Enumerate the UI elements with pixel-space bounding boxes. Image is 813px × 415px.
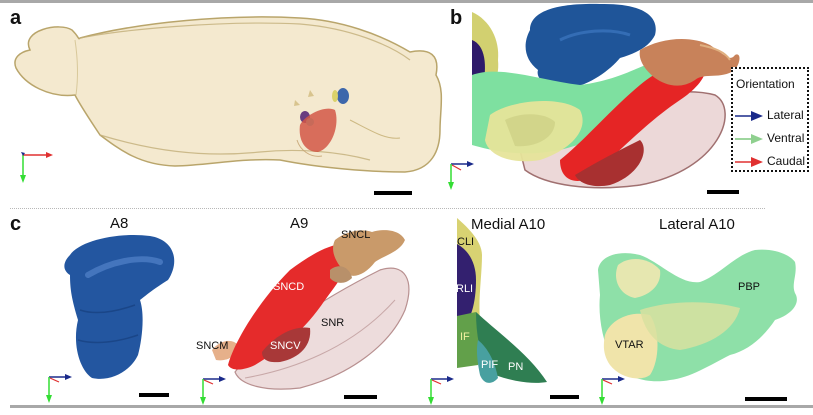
label-snr: SNR: [321, 317, 345, 329]
label-cli: CLI: [457, 236, 475, 248]
legend-label-lateral: Lateral: [767, 108, 804, 122]
label-pif: PIF: [481, 359, 499, 371]
scale-bar-c-lateral-a10: [745, 397, 787, 401]
scale-bar-c-a8: [139, 393, 169, 397]
nuclei-cluster-a: [296, 88, 349, 157]
panel-divider: [10, 208, 765, 209]
label-pn: PN: [508, 361, 524, 373]
scale-bar-c-medial-a10: [550, 395, 579, 399]
scale-bar-b: [707, 190, 739, 194]
label-sncl: SNCL: [341, 229, 371, 241]
label-sncm: SNCM: [196, 340, 229, 352]
legend-label-caudal: Caudal: [767, 154, 806, 168]
orientation-axes-c-lateral-a10: [599, 376, 625, 405]
panel-letter-a: a: [10, 7, 22, 29]
subpanel-title-a8: A8: [110, 215, 129, 232]
legend-item-caudal: Caudal: [735, 154, 809, 168]
scale-bar-a: [374, 191, 412, 195]
label-sncv: SNCV: [270, 340, 301, 352]
legend-label-ventral: Ventral: [767, 131, 805, 145]
arrow-caudal-icon: [735, 157, 763, 167]
legend-item-lateral: Lateral: [735, 108, 809, 122]
legend-title: Orientation: [736, 77, 795, 91]
label-if: IF: [460, 331, 470, 343]
label-pbp: PBP: [738, 281, 761, 293]
arrow-lateral-icon: [735, 111, 763, 121]
orientation-axes-c-a9: [200, 376, 226, 405]
arrow-ventral-icon: [735, 134, 763, 144]
scale-bar-c-a9: [344, 395, 377, 399]
orientation-axes-b: [448, 161, 474, 190]
label-sncd: SNCD: [273, 281, 305, 293]
subpanel-title-lateral-a10: Lateral A10: [659, 216, 735, 233]
label-vtar: VTAR: [615, 339, 644, 351]
subpanel-title-medial-a10: Medial A10: [471, 216, 546, 233]
legend-item-ventral: Ventral: [735, 131, 809, 145]
panel-letter-b: b: [450, 7, 463, 29]
panel-letter-c: c: [10, 213, 22, 235]
orientation-axes-c-a8: [46, 374, 72, 403]
top-border: [0, 0, 813, 3]
orientation-axes-c-medial-a10: [428, 376, 454, 405]
bottom-border: [10, 405, 813, 408]
subpanel-title-a9: A9: [290, 215, 309, 232]
orientation-legend: Orientation Lateral Ventral Caudal: [731, 67, 809, 172]
label-rli: RLI: [456, 283, 474, 295]
orientation-axes-a: [20, 152, 53, 183]
